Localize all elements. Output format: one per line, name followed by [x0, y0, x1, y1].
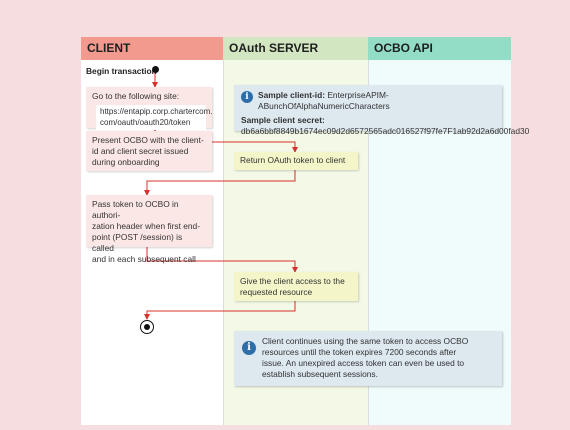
present-line: id and client secret issued — [92, 146, 189, 156]
oauth-lane-header: OAuth SERVER — [223, 37, 368, 60]
note-line: establish subsequent sessions. — [262, 369, 378, 379]
sample-credentials-box: i Sample client-id: EnterpriseAPIM-ABunc… — [234, 85, 529, 136]
step-goto-site: Go to the following site: https://entapi… — [86, 87, 213, 130]
note-line: issue. An unexpired access token can eve… — [262, 358, 465, 368]
begin-transaction-label: Begin transaction — [86, 66, 157, 76]
token-url-line: com/oauth/oauth20/token — [100, 117, 191, 127]
step-present-credentials: Present OCBO with the client- id and cli… — [86, 131, 212, 171]
pass-line: Pass token to OCBO in authori- — [92, 199, 179, 220]
end-node-icon — [140, 320, 154, 334]
arrow-access-to-end — [144, 301, 296, 320]
ocbo-lane-header: OCBO API — [368, 37, 511, 60]
sequence-diagram: CLIENT OAuth SERVER OCBO API Begin trans… — [81, 37, 529, 425]
present-line: during onboarding — [92, 157, 160, 167]
goto-site-text: Go to the following site: — [92, 91, 180, 101]
pass-line: zation header when first end- — [92, 221, 201, 231]
access-line: Give the client access to the — [240, 276, 345, 286]
pass-line: and in each subsequent call — [92, 254, 196, 264]
token-url: https://entapip.corp.chartercom. com/oau… — [96, 105, 213, 130]
pass-line: point (POST /session) is called — [92, 232, 183, 253]
client-secret-value: db6a6bbf8849b1674ec09d2d6572565adc016527… — [241, 126, 530, 136]
present-line: Present OCBO with the client- — [92, 135, 204, 145]
token-reuse-note: i Client continues using the same token … — [234, 331, 502, 386]
arrow-pass-to-access — [146, 247, 298, 273]
client-secret-label: Sample client secret: — [241, 115, 325, 125]
client-id-value: EnterpriseAPIM-ABunchOfAlphaNumericChara… — [258, 90, 390, 111]
start-node-icon — [152, 66, 159, 73]
lane-divider — [223, 60, 224, 425]
flow-arrows — [144, 73, 298, 320]
note-line: resources until the token expires 7200 s… — [262, 347, 457, 357]
step-pass-token: Pass token to OCBO in authori- zation he… — [86, 195, 212, 264]
step-return-token: Return OAuth token to client — [234, 152, 358, 170]
client-lane-header: CLIENT — [81, 37, 223, 60]
arrow-return-to-pass — [144, 170, 296, 196]
arrow-present-to-return — [212, 141, 298, 153]
token-url-line: https://entapip.corp.chartercom. — [100, 107, 213, 116]
info-icon: i — [242, 341, 256, 355]
step-grant-access: Give the client access to the requested … — [234, 272, 358, 301]
client-id-label: Sample client-id: — [258, 90, 326, 100]
info-icon: i — [241, 91, 253, 103]
access-line: requested resource — [240, 287, 313, 297]
lane-divider — [368, 60, 369, 425]
note-line: Client continues using the same token to… — [262, 336, 469, 346]
